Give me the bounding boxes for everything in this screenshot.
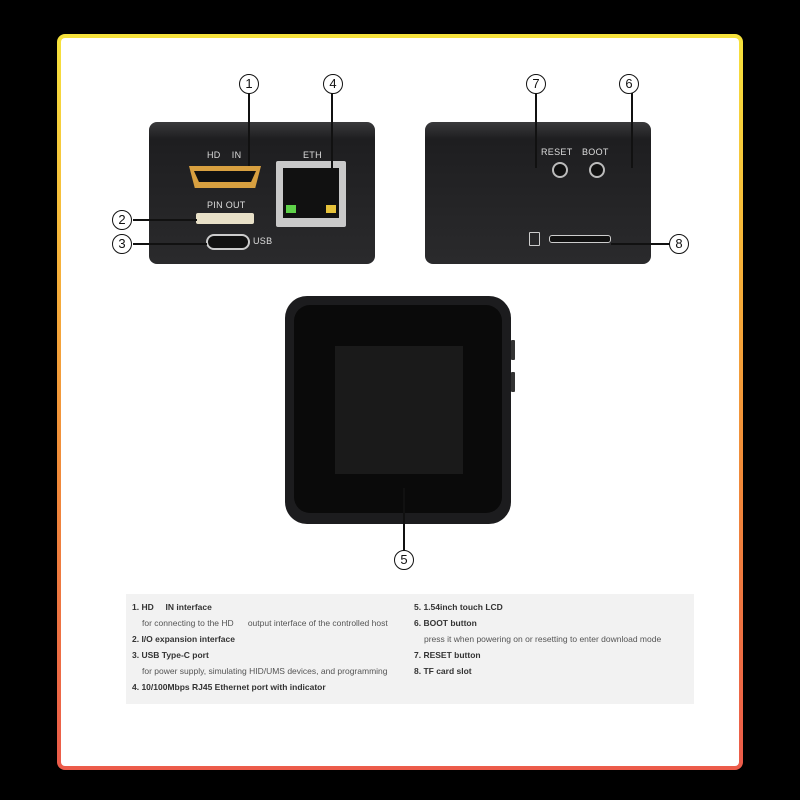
product-panel: HD IN PIN OUT USB ETH RESET BOOT [61,38,739,766]
callout-3: 3 [112,234,132,254]
legend-title-2: 2. I/O expansion interface [132,634,235,644]
sd-card-icon [529,232,540,246]
legend-title-1: 1. HD IN interface [132,602,212,612]
reset-label: RESET [541,147,573,157]
callout-6: 6 [619,74,639,94]
usb-c-port [206,234,250,250]
side-button-top [511,340,515,360]
hdmi-port [189,166,261,188]
boot-label: BOOT [582,147,609,157]
side-button-bottom [511,372,515,392]
callout-line-5 [403,488,405,553]
feature-legend: 1. HD IN interface for connecting to the… [126,594,694,704]
legend-title-7: 7. RESET button [414,650,481,660]
boot-button [589,162,605,178]
legend-title-6: 6. BOOT button [414,618,477,628]
device-lcd-view [285,296,515,524]
callout-line-8 [611,243,671,245]
callout-line-2 [133,219,197,221]
legend-desc-6: press it when powering on or resetting t… [424,634,662,644]
legend-title-3: 3. USB Type-C port [132,650,209,660]
callout-line-7 [535,92,537,168]
legend-desc-3: for power supply, simulating HID/UMS dev… [142,666,388,676]
callout-5: 5 [394,550,414,570]
callout-line-6 [631,92,633,168]
callout-1: 1 [239,74,259,94]
usb-label: USB [253,236,273,246]
eth-label: ETH [303,150,322,160]
legend-desc-1: for connecting to the HD output interfac… [142,618,388,628]
legend-title-5: 5. 1.54inch touch LCD [414,602,503,612]
tf-card-slot [549,235,611,243]
device-front-view: HD IN PIN OUT USB ETH [149,122,375,264]
eth-led-yellow [326,205,336,213]
callout-line-3 [133,243,207,245]
legend-title-8: 8. TF card slot [414,666,472,676]
hdmi-label: HD IN [207,150,242,160]
callout-4: 4 [323,74,343,94]
callout-line-1 [248,92,250,166]
callout-line-4 [331,92,333,187]
ethernet-port [276,161,346,227]
device-back-view: RESET BOOT [425,122,651,264]
callout-7: 7 [526,74,546,94]
legend-title-4: 4. 10/100Mbps RJ45 Ethernet port with in… [132,682,326,692]
eth-led-green [286,205,296,213]
pinout-header [196,213,254,224]
reset-button [552,162,568,178]
callout-2: 2 [112,210,132,230]
callout-8: 8 [669,234,689,254]
gradient-frame: HD IN PIN OUT USB ETH RESET BOOT [57,34,743,770]
pinout-label: PIN OUT [207,200,246,210]
touch-lcd-screen [335,346,463,474]
